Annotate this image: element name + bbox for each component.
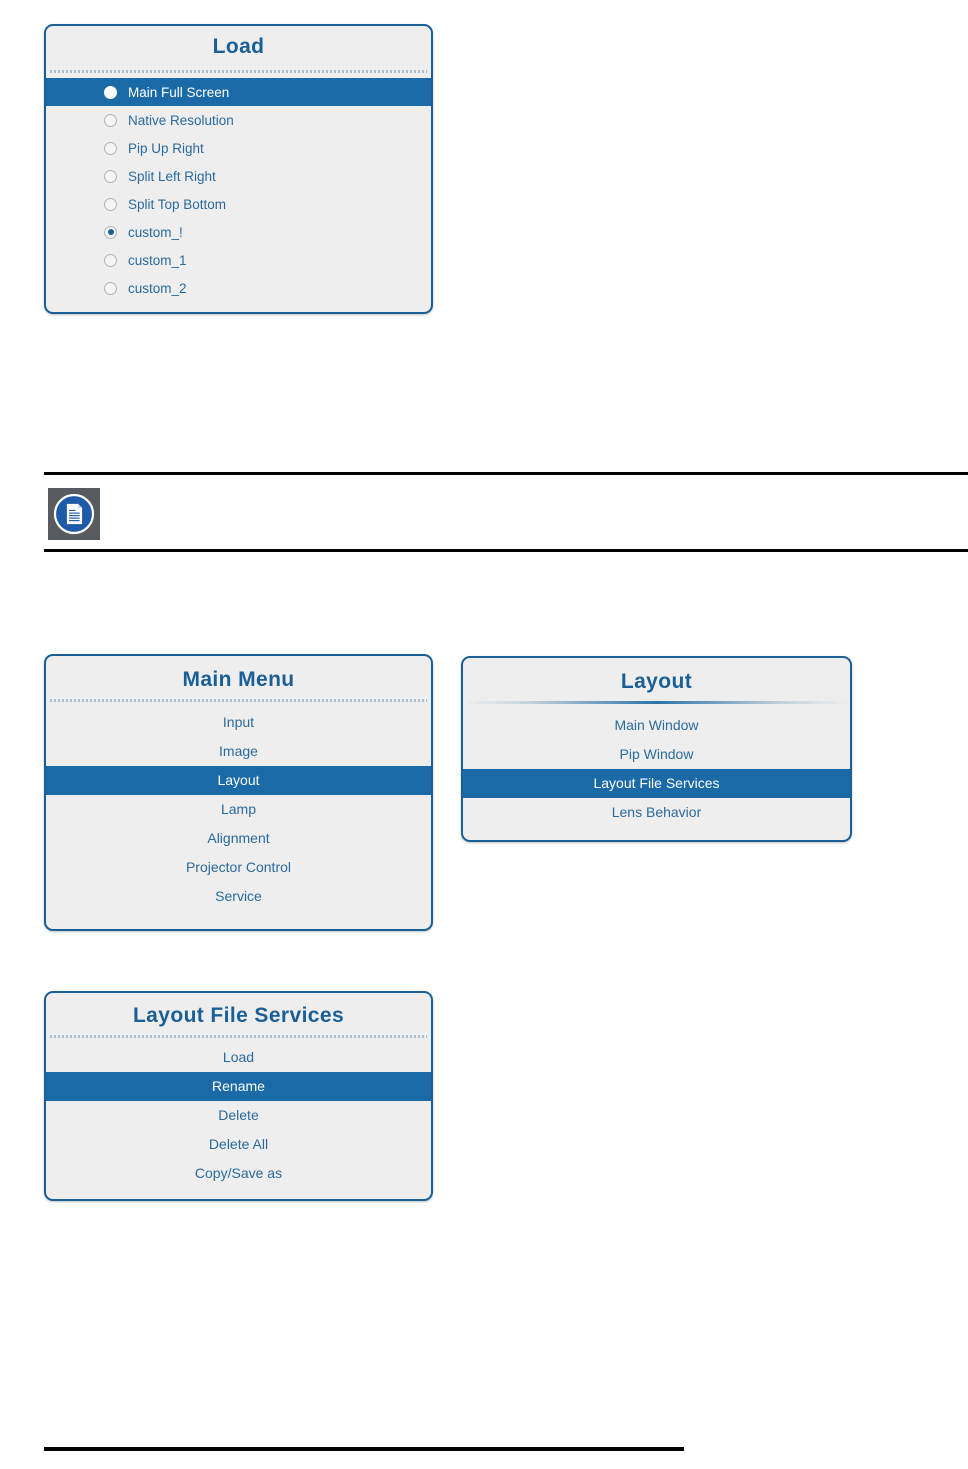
main-menu-item[interactable]: Image bbox=[219, 743, 258, 759]
radio-empty-icon[interactable] bbox=[104, 281, 117, 295]
footer-rule bbox=[44, 1447, 684, 1451]
layout-file-services-item[interactable]: Delete All bbox=[208, 1136, 269, 1152]
load-option-label: Split Top Bottom bbox=[128, 196, 227, 212]
radio-empty-icon[interactable] bbox=[104, 141, 117, 155]
load-option-label: custom_1 bbox=[128, 252, 187, 268]
main-menu-panel-separator bbox=[50, 699, 427, 702]
load-option-label: Main Full Screen bbox=[128, 84, 230, 100]
load-option-row[interactable]: Pip Up Right bbox=[46, 134, 431, 162]
layout-item[interactable]: Lens Behavior bbox=[611, 804, 702, 820]
load-option-label: Split Left Right bbox=[128, 168, 216, 184]
main-menu-item[interactable]: Layout bbox=[46, 766, 431, 795]
layout-file-services-item[interactable]: Delete bbox=[218, 1107, 259, 1123]
load-option-row[interactable]: custom_! bbox=[46, 218, 431, 246]
layout-file-services-panel-title: Layout File Services bbox=[132, 1004, 345, 1027]
radio-dot-icon[interactable] bbox=[104, 225, 117, 239]
radio-empty-icon[interactable] bbox=[104, 169, 117, 183]
layout-panel-title: Layout bbox=[620, 670, 693, 693]
load-option-row[interactable]: Main Full Screen bbox=[46, 78, 431, 106]
load-option-label: custom_! bbox=[128, 224, 183, 240]
note-block bbox=[0, 472, 968, 552]
main-menu-item[interactable]: Service bbox=[215, 888, 262, 904]
load-option-label: custom_2 bbox=[128, 280, 187, 296]
layout-file-services-item[interactable]: Rename bbox=[46, 1072, 431, 1101]
main-menu-item[interactable]: Lamp bbox=[220, 801, 257, 817]
load-option-row[interactable]: custom_2 bbox=[46, 274, 431, 302]
load-panel-title: Load bbox=[212, 35, 265, 58]
load-option-row[interactable]: Split Left Right bbox=[46, 162, 431, 190]
radio-filled-icon[interactable] bbox=[104, 85, 117, 99]
radio-empty-icon[interactable] bbox=[104, 197, 117, 211]
main-menu-item[interactable]: Alignment bbox=[207, 830, 270, 846]
layout-panel-separator bbox=[465, 701, 848, 704]
layout-file-services-item[interactable]: Copy/Save as bbox=[194, 1165, 283, 1181]
load-panel-separator bbox=[50, 70, 427, 73]
main-menu-panel-title: Main Menu bbox=[182, 668, 295, 691]
load-option-label: Pip Up Right bbox=[128, 140, 204, 156]
radio-empty-icon[interactable] bbox=[104, 113, 117, 127]
note-rule-bottom bbox=[44, 549, 968, 552]
load-option-row[interactable]: custom_1 bbox=[46, 246, 431, 274]
load-option-row[interactable]: Split Top Bottom bbox=[46, 190, 431, 218]
radio-empty-icon[interactable] bbox=[104, 253, 117, 267]
layout-item[interactable]: Main Window bbox=[614, 717, 699, 733]
main-menu-item[interactable]: Input bbox=[222, 714, 255, 730]
note-document-icon bbox=[48, 488, 100, 540]
load-option-label: Native Resolution bbox=[128, 112, 234, 128]
main-menu-item[interactable]: Projector Control bbox=[185, 859, 292, 875]
note-rule-top bbox=[44, 472, 968, 475]
layout-item[interactable]: Pip Window bbox=[619, 746, 694, 762]
layout-file-services-panel-separator bbox=[50, 1035, 427, 1038]
layout-file-services-item[interactable]: Load bbox=[222, 1049, 255, 1065]
layout-item[interactable]: Layout File Services bbox=[463, 769, 850, 798]
load-option-row[interactable]: Native Resolution bbox=[46, 106, 431, 134]
